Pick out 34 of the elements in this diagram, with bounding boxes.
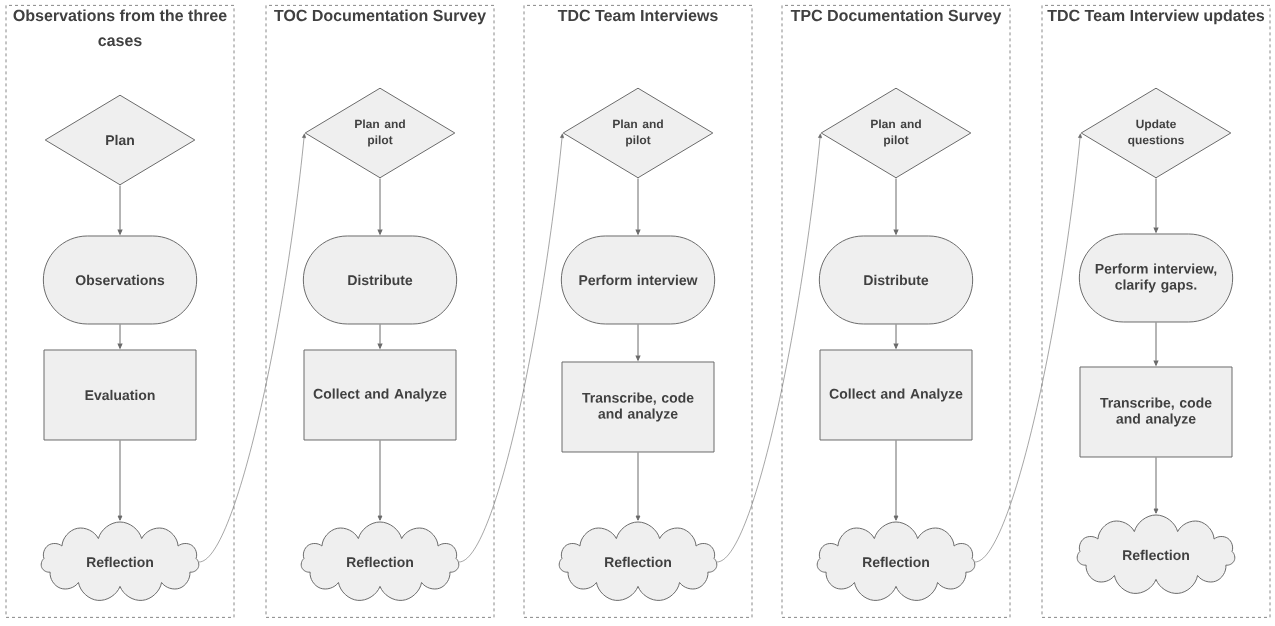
- arrow: [635, 324, 641, 361]
- reflection-cloud: Reflection: [40, 521, 200, 601]
- process-box: Collect and Analyze: [303, 349, 457, 441]
- arrow: [117, 185, 123, 235]
- arrow: [377, 178, 383, 235]
- curved-arrow: [198, 133, 306, 563]
- arrow: [117, 440, 123, 521]
- curved-arrow: [458, 133, 564, 563]
- arrow: [635, 452, 641, 521]
- process-box: Evaluation: [43, 349, 197, 441]
- reflection-cloud: Reflection: [1076, 514, 1236, 594]
- curved-arrow: [974, 133, 1082, 563]
- process-box: Transcribe, code and analyze: [561, 361, 715, 453]
- arrow: [893, 178, 899, 235]
- process-terminal: Perform interview, clarify gaps.: [1078, 233, 1234, 323]
- arrow: [893, 324, 899, 349]
- arrow: [893, 440, 899, 521]
- process-terminal: Distribute: [818, 235, 974, 325]
- reflection-cloud: Reflection: [300, 521, 460, 601]
- arrow: [1153, 322, 1159, 366]
- arrow: [635, 178, 641, 235]
- curved-arrow: [716, 133, 822, 563]
- process-box: Collect and Analyze: [819, 349, 973, 441]
- arrow: [117, 324, 123, 349]
- arrow: [1153, 457, 1159, 514]
- process-terminal: Perform interview: [560, 235, 716, 325]
- process-box: Transcribe, code and analyze: [1079, 366, 1233, 458]
- reflection-cloud: Reflection: [816, 521, 976, 601]
- arrow: [377, 324, 383, 349]
- process-terminal: Distribute: [302, 235, 458, 325]
- process-terminal: Observations: [42, 235, 198, 325]
- arrow: [377, 440, 383, 521]
- reflection-cloud: Reflection: [558, 521, 718, 601]
- arrow: [1153, 178, 1159, 233]
